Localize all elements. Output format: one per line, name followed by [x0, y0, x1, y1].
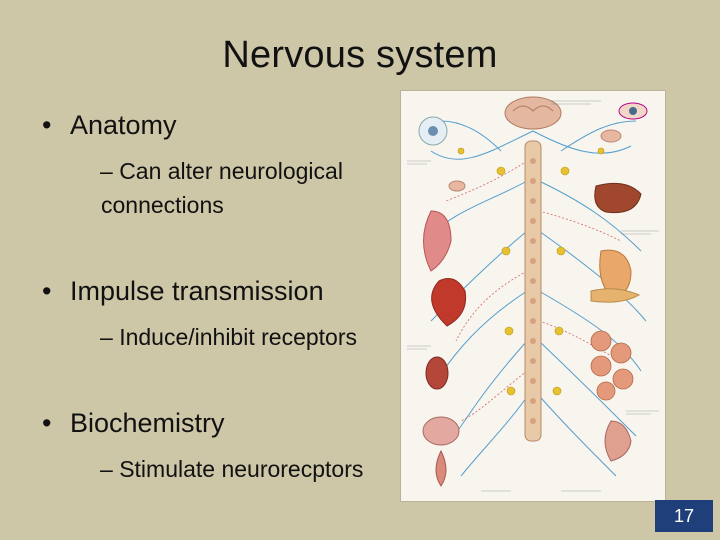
page-number-badge: 17 [655, 500, 713, 532]
bullet-biochemistry: • Biochemistry [42, 408, 225, 439]
sub-bullet-anatomy: – Can alter neurological connections [100, 154, 343, 222]
autonomic-nervous-system-icon [407, 96, 659, 492]
dash-icon: – [100, 324, 113, 350]
sub-bullet-text: Stimulate neurorecptors [119, 456, 364, 482]
bullet-icon: • [42, 408, 52, 438]
sub-bullet-biochemistry: – Stimulate neurorecptors [100, 452, 363, 486]
sub-bullet-text-line2: connections [101, 192, 224, 218]
sub-bullet-text: Induce/inhibit receptors [119, 324, 357, 350]
bullet-icon: • [42, 276, 52, 306]
sub-bullet-text-line1: Can alter neurological [119, 158, 343, 184]
bullet-label: Impulse transmission [70, 276, 324, 306]
sub-bullet-impulse: – Induce/inhibit receptors [100, 320, 357, 354]
slide-title: Nervous system [222, 34, 498, 76]
bullet-anatomy: • Anatomy [42, 110, 177, 141]
dash-icon: – [100, 158, 113, 184]
bullet-impulse-transmission: • Impulse transmission [42, 276, 324, 307]
nervous-system-figure [400, 90, 666, 502]
dash-icon: – [100, 456, 113, 482]
bullet-icon: • [42, 110, 52, 140]
bullet-label: Anatomy [70, 110, 177, 140]
bullet-label: Biochemistry [70, 408, 225, 438]
